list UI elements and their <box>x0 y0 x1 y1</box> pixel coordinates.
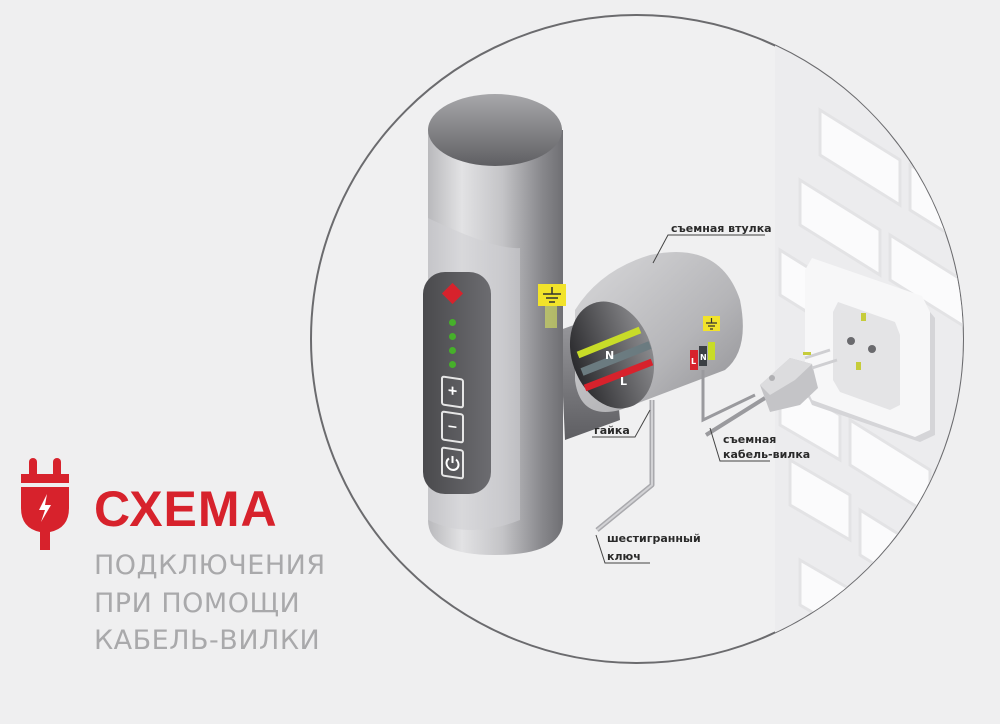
subtitle-line-3: КАБЕЛЬ-ВИЛКИ <box>94 625 321 656</box>
terminal-label-l: L <box>691 357 696 366</box>
callout-line-nut <box>592 409 651 438</box>
control-panel <box>423 272 491 494</box>
hex-key <box>595 400 655 532</box>
sleeve-opening <box>569 301 655 409</box>
socket-hole-right <box>868 345 876 353</box>
subtitle-line-1: ПОДКЛЮЧЕНИЯ <box>94 550 326 581</box>
power-button <box>441 446 464 480</box>
indicator-led <box>449 333 456 340</box>
heating-element-cylinder <box>423 94 563 555</box>
terminal-label-n: N <box>700 353 707 362</box>
wire-label-neutral: N <box>605 349 614 362</box>
electric-plug-icon <box>21 458 69 550</box>
callout-cable-plug-line2: кабель-вилка <box>723 448 811 461</box>
socket-hole-left <box>847 337 855 345</box>
heading-schema: СХЕМА <box>94 481 278 537</box>
subtitle-line-2: ПРИ ПОМОЩИ <box>94 588 301 619</box>
callout-line-hex-key <box>595 534 650 564</box>
callout-line-cable-plug <box>709 427 770 462</box>
cable-plug <box>704 348 838 437</box>
indicator-led <box>449 319 456 326</box>
ground-symbol-cylinder <box>538 284 566 328</box>
indicator-led <box>449 347 456 354</box>
plus-button: + <box>441 375 464 409</box>
wall-socket <box>805 258 935 442</box>
cylinder-top-cap <box>428 94 562 166</box>
removable-sleeve: N L L N <box>569 252 756 423</box>
indicator-led <box>449 361 456 368</box>
wire-label-live: L <box>620 375 627 388</box>
callout-sleeve: съемная втулка <box>671 222 772 235</box>
callout-cable-plug-line1: съемная <box>723 433 777 446</box>
callout-line-sleeve <box>652 234 765 264</box>
callout-nut: гайка <box>594 424 630 437</box>
power-icon <box>445 455 460 471</box>
minus-button: – <box>441 410 464 444</box>
callout-hex-key-line1: шестигранный <box>607 532 701 545</box>
callout-hex-key-line2: ключ <box>607 550 641 563</box>
